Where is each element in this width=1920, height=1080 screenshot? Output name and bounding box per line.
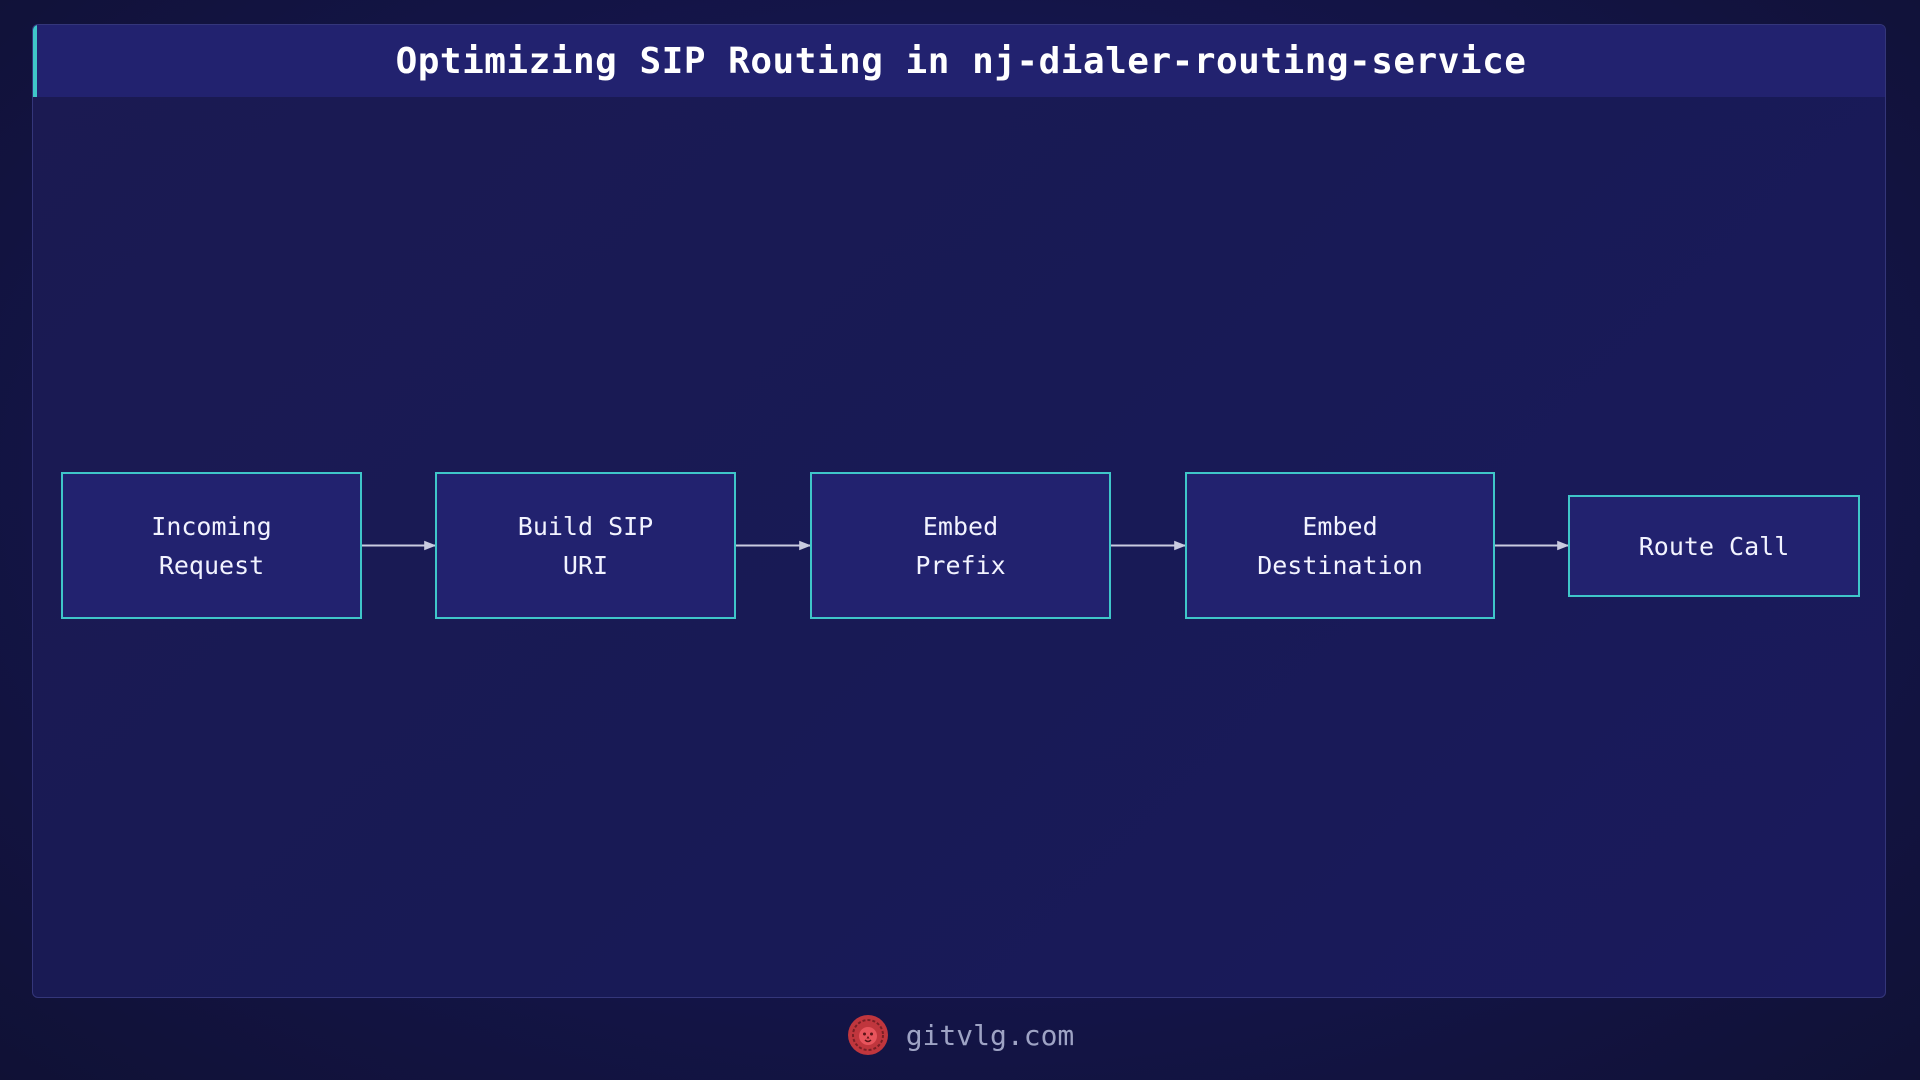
node-label: Incoming Request <box>151 511 272 580</box>
node-label: Embed Prefix <box>915 511 1006 580</box>
node-incoming-request: Incoming Request <box>61 472 362 619</box>
header-bar: Optimizing SIP Routing in nj-dialer-rout… <box>33 25 1885 97</box>
node-label: Route Call <box>1638 531 1790 561</box>
page-title: Optimizing SIP Routing in nj-dialer-rout… <box>395 40 1527 82</box>
lion-icon <box>847 1015 888 1055</box>
node-route-call: Route Call <box>1568 495 1860 597</box>
node-embed-prefix: Embed Prefix <box>810 472 1111 619</box>
node-build-sip-uri: Build SIP URI <box>435 472 736 619</box>
node-label: Embed Destination <box>1257 511 1423 580</box>
footer: gitvlg.com <box>0 1010 1920 1060</box>
node-label: Build SIP URI <box>517 511 654 580</box>
footer-site-label: gitvlg.com <box>905 1018 1075 1052</box>
node-embed-destination: Embed Destination <box>1185 472 1495 619</box>
